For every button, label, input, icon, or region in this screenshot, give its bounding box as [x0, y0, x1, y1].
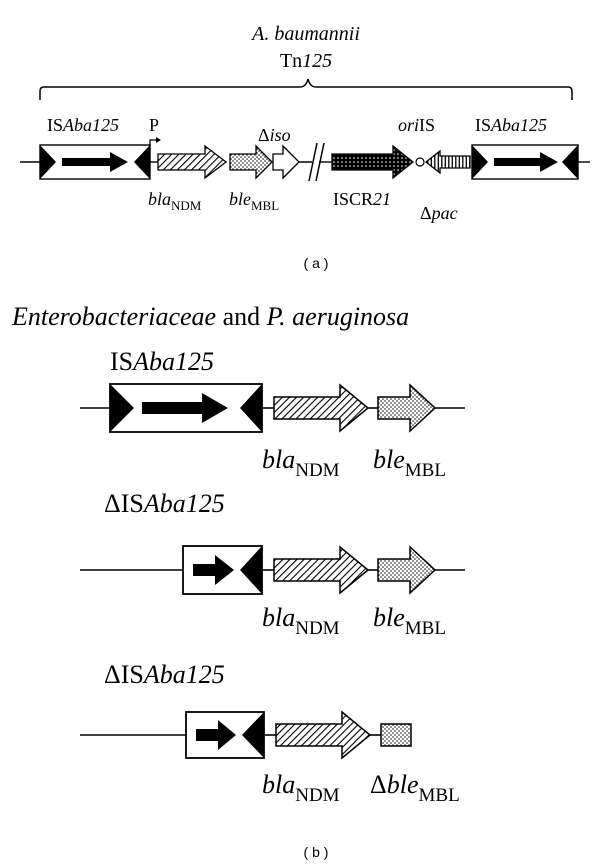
delta-iso-gene-arrow	[272, 144, 300, 180]
transposase-arrow-icon-right	[494, 152, 558, 172]
transposon-label: Tn125	[280, 50, 332, 72]
transposon-brace	[39, 78, 573, 100]
promoter-arrowhead-icon	[156, 137, 161, 143]
ori-is-label: oriIS	[398, 115, 435, 135]
row-2-is-label: ΔISAba125	[104, 489, 225, 518]
row-2-bla-ndm-label: blaNDM	[262, 603, 340, 639]
row-3-transposase-arrow-icon	[196, 720, 236, 750]
ble-mbl-gene-arrow	[229, 144, 273, 180]
row-2-transposase-arrow-icon	[193, 555, 234, 585]
row-2-ble-mbl-label: bleMBL	[373, 603, 446, 639]
transposase-arrow-icon	[62, 152, 128, 172]
delta-pac-gene-arrow	[424, 149, 471, 175]
sequence-break-icon	[308, 142, 318, 182]
row-3-delta-ble-mbl-label: ΔbleMBL	[370, 770, 460, 806]
bla-ndm-label: blaNDM	[148, 189, 202, 213]
row-2-truncated-is: ΔISAba125 blaNDM bleMBL	[80, 489, 465, 639]
panel-b: Enterobacteriaceae and P. aeruginosa ISA…	[11, 302, 465, 860]
row-3-bla-ndm-arrow	[275, 710, 372, 760]
delta-iso-label: Δiso	[258, 125, 291, 145]
caption-a: ( a )	[304, 255, 329, 271]
ble-mbl-label: bleMBL	[229, 189, 279, 213]
row-3-delta-ble-mbl-box	[380, 723, 412, 747]
is-aba125-left-label: ISAba125	[47, 115, 119, 135]
row-3-truncated-ble: ΔISAba125 blaNDM ΔbleMBL	[80, 660, 460, 806]
row-1-is-label: ISAba125	[110, 347, 214, 376]
species-label: A. baumannii	[250, 23, 360, 45]
is-aba125-right-label: ISAba125	[475, 115, 547, 135]
ori-is-circle-icon	[415, 157, 425, 167]
row-2-ble-mbl-arrow	[377, 545, 437, 595]
host-heading: Enterobacteriaceae and P. aeruginosa	[11, 302, 409, 331]
row-1-bla-ndm-label: blaNDM	[262, 445, 340, 481]
is-aba125-right-element	[471, 144, 579, 180]
iscr21-gene-arrow	[331, 144, 415, 180]
bla-ndm-gene-arrow	[157, 144, 228, 180]
row-2-bla-ndm-arrow	[273, 545, 370, 595]
row-1-ble-mbl-label: bleMBL	[373, 445, 446, 481]
promoter-label: P	[149, 115, 159, 135]
row-3-is-label: ΔISAba125	[104, 660, 225, 689]
is-aba125-left-element	[39, 144, 151, 180]
row-1-bla-ndm-arrow	[273, 383, 370, 433]
sequence-break-icon-2	[315, 142, 325, 182]
row-3-bla-ndm-label: blaNDM	[262, 770, 340, 806]
delta-pac-label: Δpac	[420, 203, 458, 223]
promoter-arrow-icon	[149, 139, 156, 150]
panel-a: A. baumannii Tn125 ISAba125 P Δiso	[20, 23, 590, 271]
row-1-transposase-arrow-icon	[142, 393, 228, 423]
iscr21-label: ISCR21	[333, 189, 391, 209]
caption-b: ( b )	[304, 844, 329, 860]
row-1-ble-mbl-arrow	[377, 383, 437, 433]
row-1-full-is: ISAba125 blaNDM bleMBL	[80, 347, 465, 481]
